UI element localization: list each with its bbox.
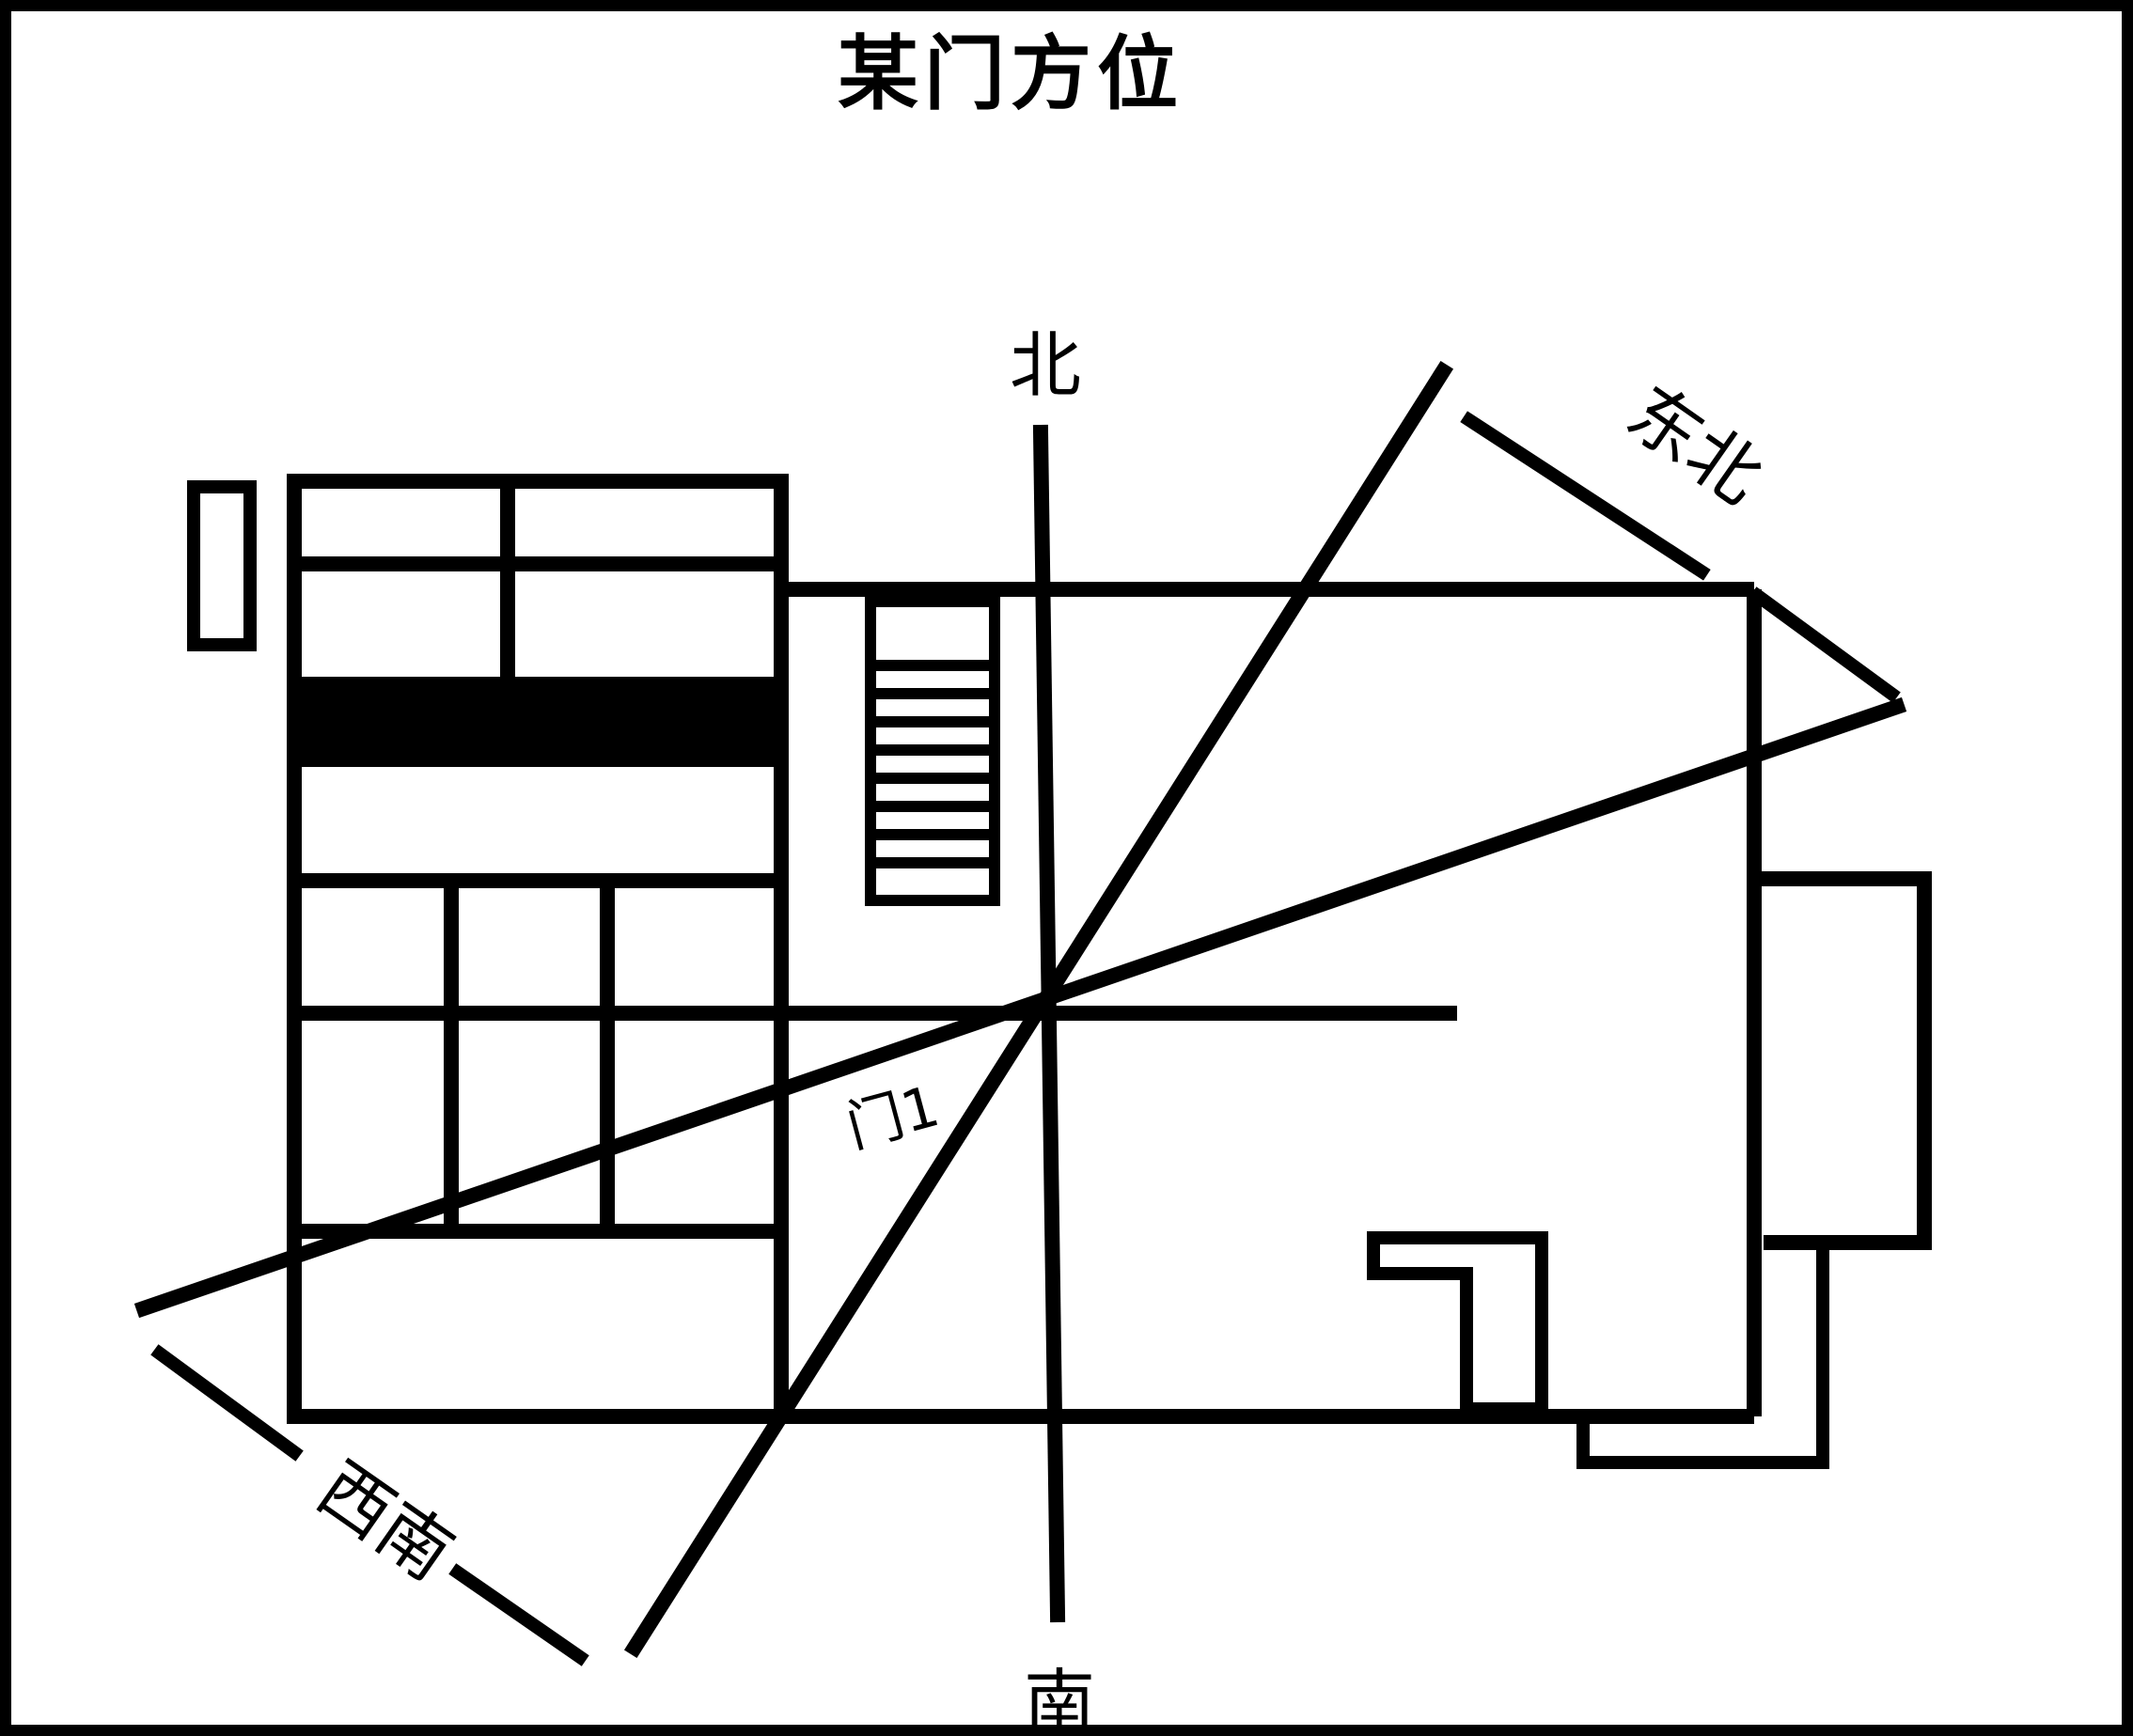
label-door-1: 门1 [839, 1073, 946, 1161]
north-south-axis [1032, 424, 1066, 1623]
southwest-marker-lower [448, 1563, 589, 1666]
solid-band [294, 677, 781, 767]
main-block [781, 582, 1762, 1424]
label-southwest: 西南 [303, 1446, 468, 1596]
diagram-title: 某门方位 [838, 27, 1184, 121]
left-wing [287, 474, 789, 1424]
door-direction-line [133, 696, 1907, 1319]
small-outbuilding [187, 480, 257, 651]
northeast-marker-upper [1460, 411, 1711, 581]
right-annex [1754, 871, 1932, 1250]
label-south: 南 [1024, 1661, 1095, 1736]
staircase [865, 596, 1000, 906]
label-northeast: 东北 [1612, 369, 1778, 520]
label-north: 北 [1010, 323, 1081, 407]
l-shaped-fixture [1367, 1231, 1548, 1415]
direction-axes [133, 360, 1907, 1666]
northeast-southwest-axis [623, 360, 1454, 1659]
bottom-right-annex [1576, 1250, 1829, 1469]
southwest-marker-upper [150, 1344, 304, 1462]
northeast-marker-lower [1749, 586, 1901, 703]
